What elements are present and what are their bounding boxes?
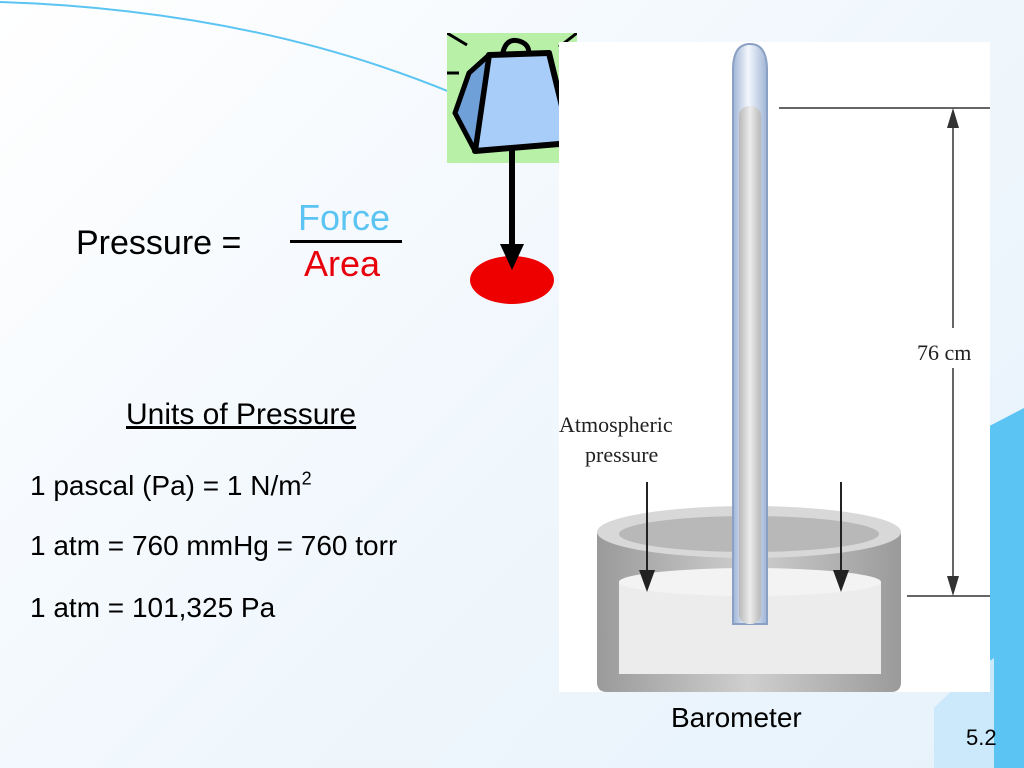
fraction-bar xyxy=(290,240,402,243)
slide-number: 5.2 xyxy=(966,725,997,750)
unit-line-pascal: 1 pascal (Pa) = 1 N/m2 xyxy=(30,468,312,501)
atmospheric-label: Atmospheric xyxy=(559,412,673,437)
force-arrow-icon xyxy=(470,150,554,304)
area-denominator: Area xyxy=(304,243,381,284)
height-label: 76 cm xyxy=(917,340,971,365)
units-title: Units of Pressure xyxy=(126,398,357,431)
pressure-sublabel: pressure xyxy=(585,442,658,467)
unit-line-atm-pa: 1 atm = 101,325 Pa xyxy=(30,592,276,623)
pressure-label: Pressure = xyxy=(76,224,242,262)
force-numerator: Force xyxy=(298,197,391,238)
barometer-illustration: 76 cm Atmospheric pressure xyxy=(559,42,990,692)
barometer-caption: Barometer xyxy=(671,702,802,733)
unit-line-atm-mmhg: 1 atm = 760 mmHg = 760 torr xyxy=(30,530,398,561)
weight-icon xyxy=(446,31,578,163)
